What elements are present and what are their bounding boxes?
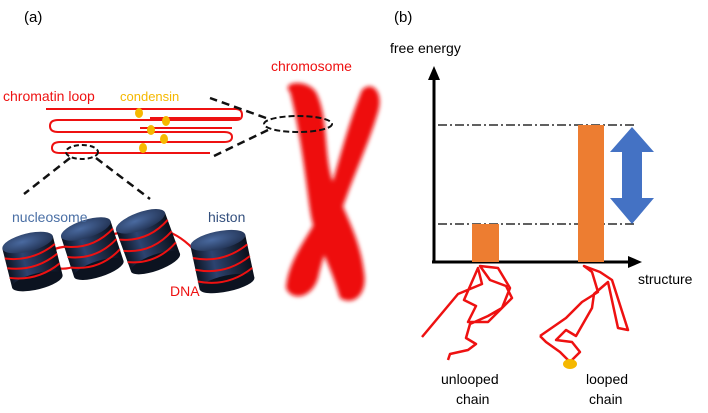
energy-reference-lines: [438, 124, 636, 225]
unlooped-chain: [421, 264, 514, 361]
nucleosome-group: [2, 209, 255, 294]
chromatin-loop-lines: [46, 108, 244, 154]
condensin-dot: [139, 143, 147, 153]
condensin-dot: [162, 116, 170, 126]
zoom-line: [213, 128, 269, 158]
chromosome-label: chromosome: [271, 58, 352, 74]
zoom-line: [95, 157, 151, 200]
looped-chain-condensin: [563, 359, 577, 369]
looped-chain: [539, 264, 630, 364]
nucleosome-cylinder: [115, 209, 181, 275]
nucleosome-cylinder: [190, 229, 255, 294]
condensin-dots: [135, 108, 170, 153]
x-axis-arrowhead: [628, 256, 642, 268]
panel-a-label: (a): [24, 9, 42, 26]
dna-label: DNA: [170, 283, 200, 299]
condensin-dot: [147, 125, 155, 135]
zoom-ellipse-loop: [65, 144, 99, 160]
chromosome-shape: [286, 82, 380, 301]
y-axis-label: free energy: [390, 40, 461, 56]
energy-difference-arrow: [610, 127, 654, 224]
zoom-line: [209, 96, 267, 120]
y-axis-arrowhead: [428, 66, 440, 80]
panel-b-label: (b): [394, 9, 412, 26]
condensin-dot: [135, 108, 143, 118]
looped-bar: [578, 125, 604, 262]
chromatin-loop-label: chromatin loop: [3, 88, 95, 104]
nucleosome-cylinder: [60, 217, 124, 280]
x-axis-label: structure: [638, 271, 693, 287]
unlooped-label-line2: chain: [456, 391, 489, 407]
histon-label: histon: [208, 209, 245, 225]
nucleosome-label: nucleosome: [12, 209, 88, 225]
nucleosome-cylinder: [2, 231, 63, 292]
zoom-line: [23, 157, 71, 195]
unlooped-bar: [472, 224, 499, 262]
zoom-ellipse-chromosome: [263, 115, 333, 133]
looped-label-line2: chain: [589, 391, 622, 407]
looped-label-line1: looped: [586, 371, 628, 387]
condensin-label: condensin: [120, 89, 179, 104]
unlooped-label-line1: unlooped: [441, 371, 499, 387]
condensin-dot: [160, 134, 168, 144]
